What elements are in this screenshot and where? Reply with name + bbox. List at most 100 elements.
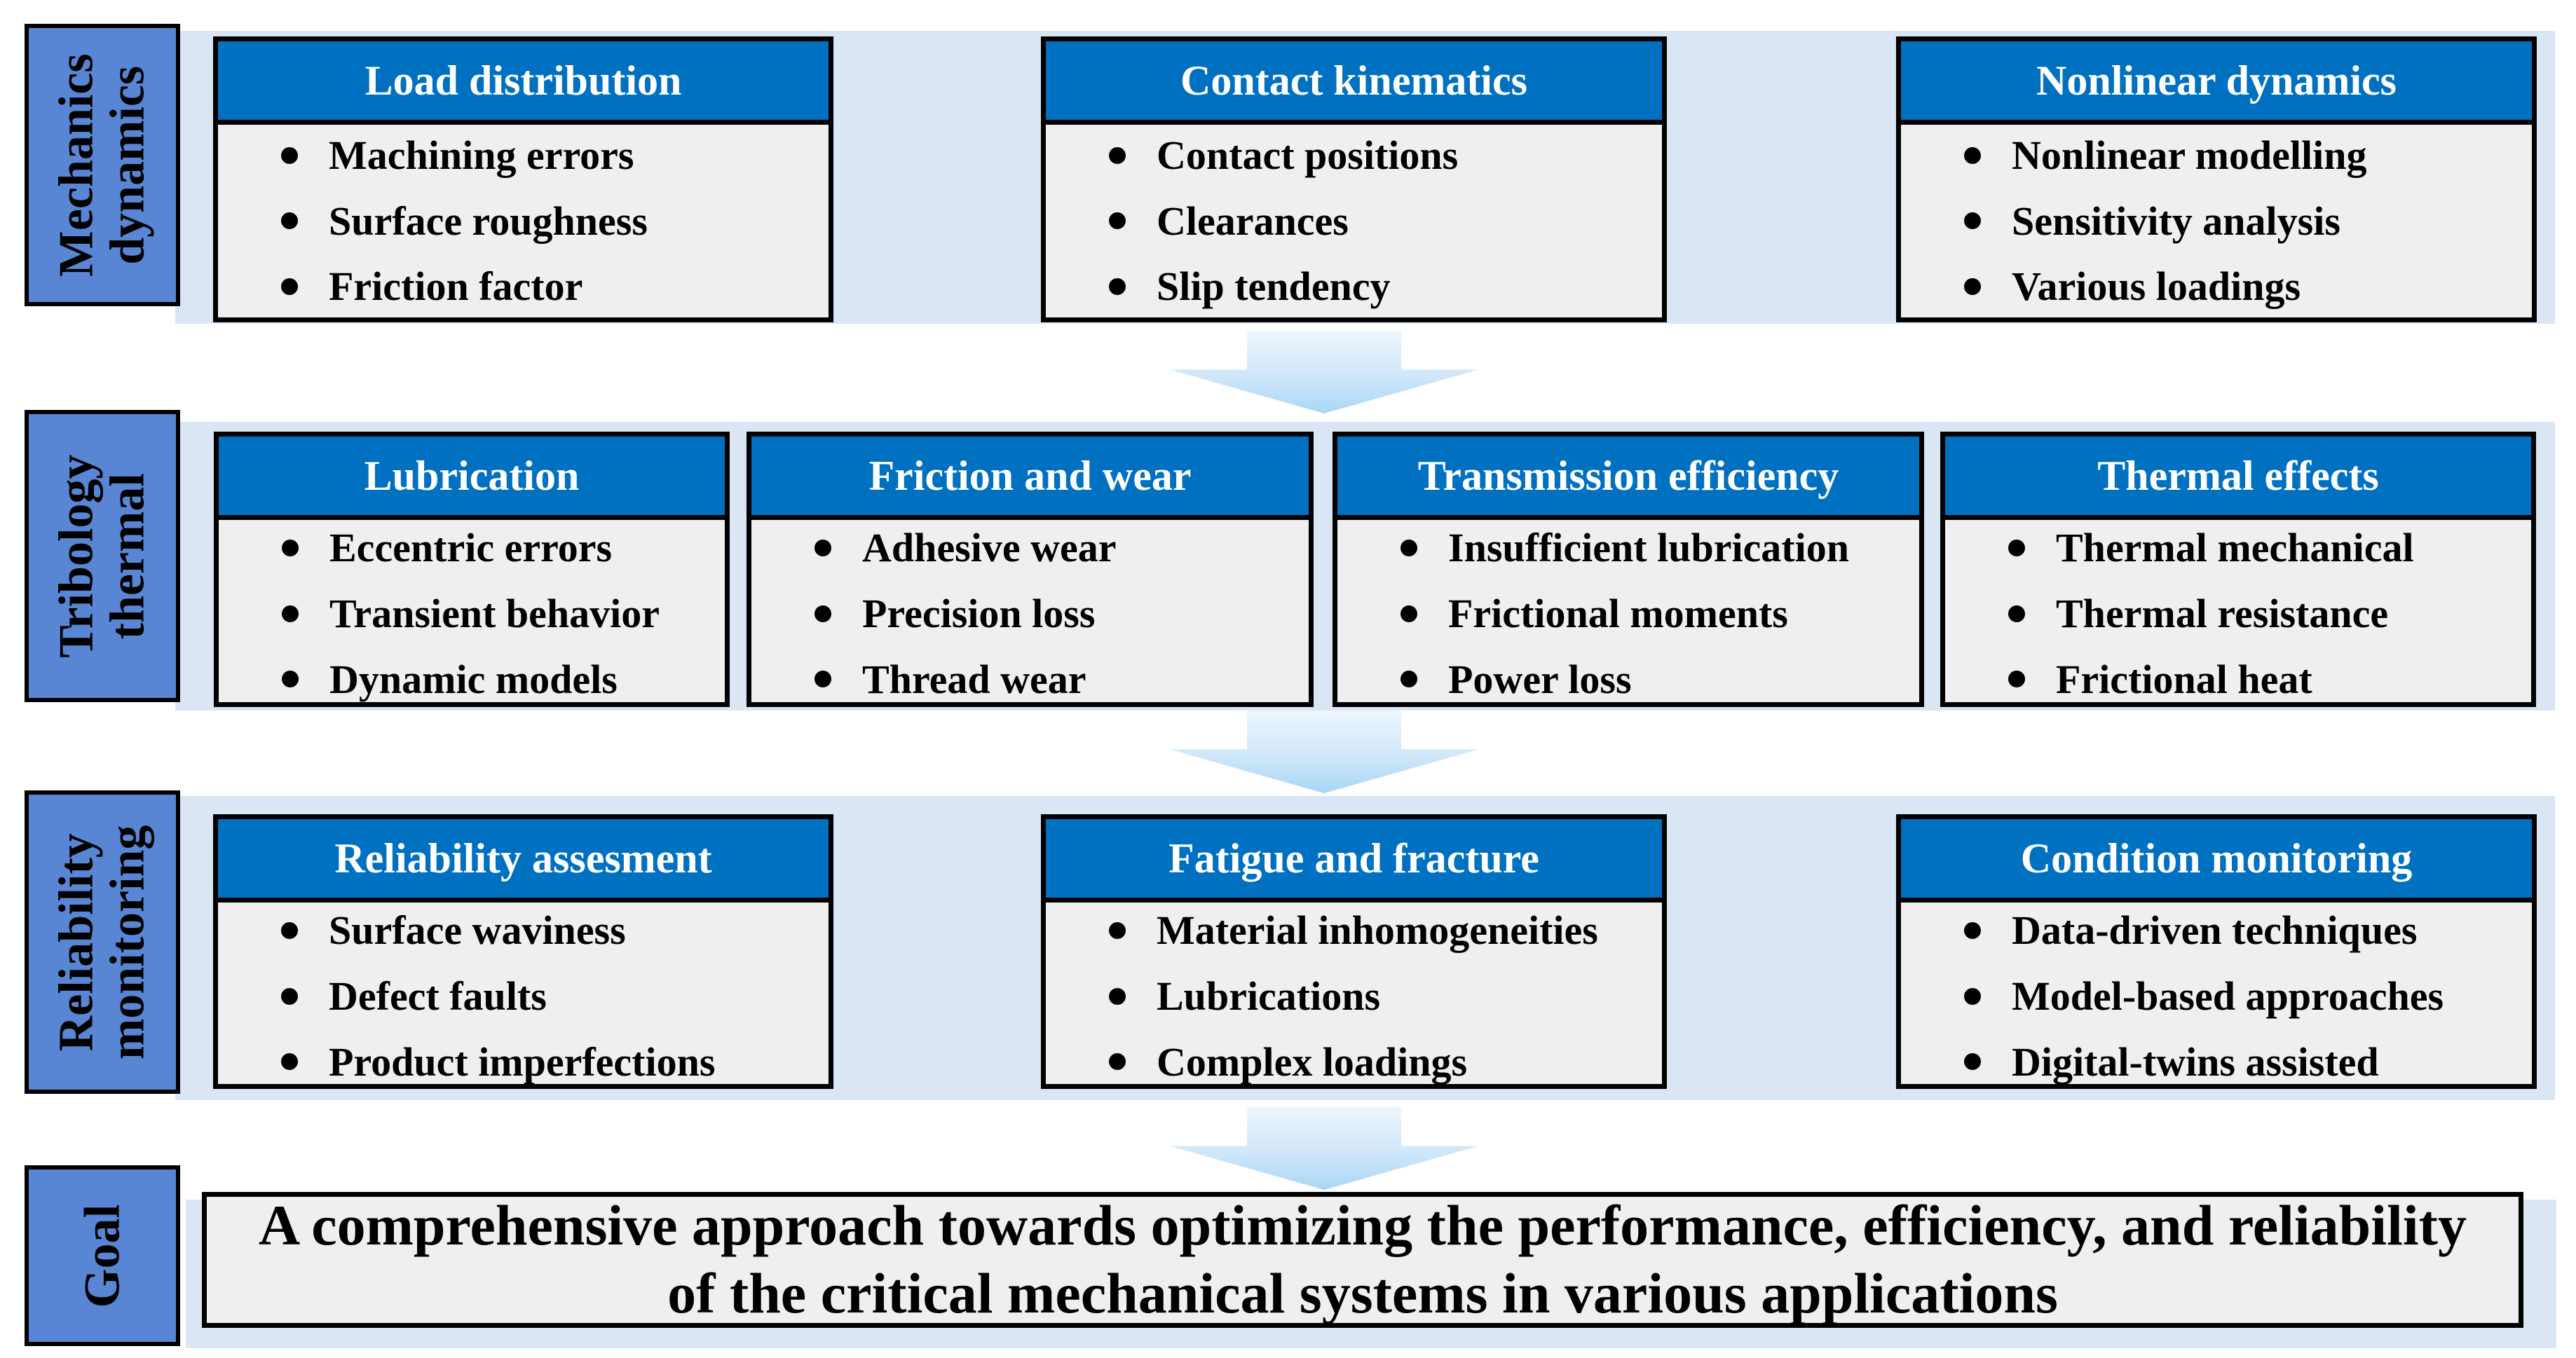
card-title: Contact kinematics — [1046, 41, 1662, 125]
bullet-dot-icon — [281, 921, 298, 939]
bullet-dot-icon — [2008, 605, 2025, 622]
bullet-item: Dynamic models — [282, 657, 704, 702]
bullet-item: Digital-twins assisted — [1964, 1038, 2511, 1085]
card-friction-and-wear: Friction and wear Adhesive wear Precisio… — [747, 432, 1314, 707]
bullet-item: Power loss — [1401, 657, 1898, 702]
bullet-item: Eccentric errors — [282, 526, 704, 570]
bullet-item: Transient behavior — [282, 591, 704, 636]
bullet-text: Material inhomogeneities — [1157, 907, 1598, 953]
goal-box: A comprehensive approach towards optimiz… — [202, 1192, 2523, 1328]
bullet-dot-icon — [1964, 1053, 1981, 1071]
bullet-dot-icon — [281, 1053, 298, 1071]
bullet-text: Sensitivity analysis — [2012, 198, 2340, 244]
bullet-text: Friction factor — [329, 263, 583, 310]
row-label-goal: Goal — [25, 1165, 180, 1346]
row-label-text: Reliability monitoring — [49, 825, 154, 1059]
card-body: Thermal mechanical Thermal resistance Fr… — [1945, 520, 2531, 707]
bullet-dot-icon — [1964, 278, 1981, 296]
bullet-dot-icon — [1401, 671, 1417, 688]
row-label-reliability-monitoring: Reliability monitoring — [25, 790, 180, 1094]
bullet-dot-icon — [1964, 146, 1981, 164]
bullet-dot-icon — [1964, 212, 1981, 230]
card-transmission-efficiency: Transmission efficiency Insufficient lub… — [1333, 432, 1924, 707]
bullet-item: Complex loadings — [1109, 1039, 1641, 1085]
bullet-dot-icon — [1964, 921, 1981, 939]
bullet-text: Thread wear — [862, 656, 1086, 702]
bullet-dot-icon — [1401, 539, 1417, 556]
card-contact-kinematics: Contact kinematics Contact positions Cle… — [1041, 36, 1667, 322]
down-arrow-icon — [1170, 331, 1478, 413]
bullet-text: Dynamic models — [329, 656, 618, 702]
bullet-dot-icon — [815, 539, 831, 556]
bullet-dot-icon — [2008, 539, 2025, 556]
card-title: Nonlinear dynamics — [1901, 41, 2532, 125]
bullet-item: Slip tendency — [1109, 264, 1641, 309]
bullet-item: Product imperfections — [281, 1039, 807, 1085]
bullet-text: Digital-twins assisted — [2012, 1038, 2379, 1085]
bullet-item: Friction factor — [281, 264, 807, 309]
card-body: Machining errors Surface roughness Frict… — [218, 125, 829, 317]
bullet-text: Surface waviness — [329, 907, 626, 953]
label-line: Mechanics — [49, 53, 104, 277]
bullet-item: Precision loss — [815, 591, 1288, 636]
bullet-item: Model-based approaches — [1964, 973, 2511, 1019]
bullet-text: Contact positions — [1157, 132, 1459, 178]
bullet-text: Slip tendency — [1157, 263, 1391, 310]
bullet-item: Sensitivity analysis — [1964, 198, 2511, 244]
goal-text: A comprehensive approach towards optimiz… — [259, 1193, 2467, 1325]
card-body: Insufficient lubrication Frictional mome… — [1337, 520, 1919, 707]
bullet-dot-icon — [1109, 146, 1126, 164]
bullet-dot-icon — [1964, 987, 1981, 1005]
bullet-text: Frictional heat — [2056, 656, 2312, 702]
bullet-text: Power loss — [1448, 656, 1632, 702]
bullet-dot-icon — [282, 539, 299, 556]
card-body: Contact positions Clearances Slip tenden… — [1046, 125, 1662, 317]
bullet-dot-icon — [2008, 671, 2025, 688]
bullet-item: Clearances — [1109, 198, 1641, 244]
label-line: Tribology — [49, 454, 104, 658]
card-body: Surface waviness Defect faults Product i… — [218, 903, 829, 1090]
bullet-dot-icon — [281, 987, 298, 1005]
bullet-item: Surface roughness — [281, 198, 807, 244]
bullet-item: Frictional heat — [2008, 657, 2510, 702]
bullet-item: Insufficient lubrication — [1401, 526, 1898, 570]
card-body: Data-driven techniques Model-based appro… — [1901, 903, 2532, 1090]
bullet-text: Data-driven techniques — [2012, 907, 2418, 953]
row-label-text: Goal — [74, 1204, 130, 1308]
bullet-item: Adhesive wear — [815, 526, 1288, 570]
bullet-dot-icon — [1109, 1053, 1126, 1071]
bullet-dot-icon — [281, 278, 298, 296]
bullet-item: Contact positions — [1109, 132, 1641, 178]
row-label-mechanics-dynamics: Mechanics dynamics — [25, 24, 180, 306]
bullet-text: Thermal resistance — [2056, 590, 2389, 636]
row-label-tribology-thermal: Tribology thermal — [25, 410, 180, 702]
card-title: Reliability assesment — [218, 819, 829, 903]
bullet-text: Thermal mechanical — [2056, 525, 2414, 570]
bullet-dot-icon — [282, 605, 299, 622]
bullet-dot-icon — [1401, 605, 1417, 622]
card-title: Lubrication — [219, 437, 725, 520]
card-title: Transmission efficiency — [1337, 437, 1919, 520]
card-title: Thermal effects — [1945, 437, 2531, 520]
bullet-text: Frictional moments — [1448, 590, 1788, 636]
bullet-text: Defect faults — [329, 973, 547, 1019]
bullet-item: Various loadings — [1964, 264, 2511, 309]
bullet-text: Surface roughness — [329, 198, 648, 244]
bullet-dot-icon — [1109, 212, 1126, 230]
bullet-text: Clearances — [1157, 198, 1349, 244]
card-title: Fatigue and fracture — [1046, 819, 1662, 903]
bullet-text: Eccentric errors — [329, 525, 613, 570]
down-arrow-icon — [1170, 1107, 1478, 1190]
bullet-item: Lubrications — [1109, 973, 1641, 1019]
card-condition-monitoring: Condition monitoring Data-driven techniq… — [1896, 814, 2537, 1089]
down-arrow-icon — [1170, 711, 1478, 793]
bullet-dot-icon — [1109, 987, 1126, 1005]
card-title: Load distribution — [218, 41, 829, 125]
bullet-item: Thread wear — [815, 657, 1288, 702]
card-fatigue-and-fracture: Fatigue and fracture Material inhomogene… — [1041, 814, 1667, 1089]
card-body: Eccentric errors Transient behavior Dyna… — [219, 520, 725, 707]
card-body: Adhesive wear Precision loss Thread wear — [751, 520, 1309, 707]
card-reliability-assesment: Reliability assesment Surface waviness D… — [213, 814, 833, 1089]
bullet-dot-icon — [1109, 921, 1126, 939]
